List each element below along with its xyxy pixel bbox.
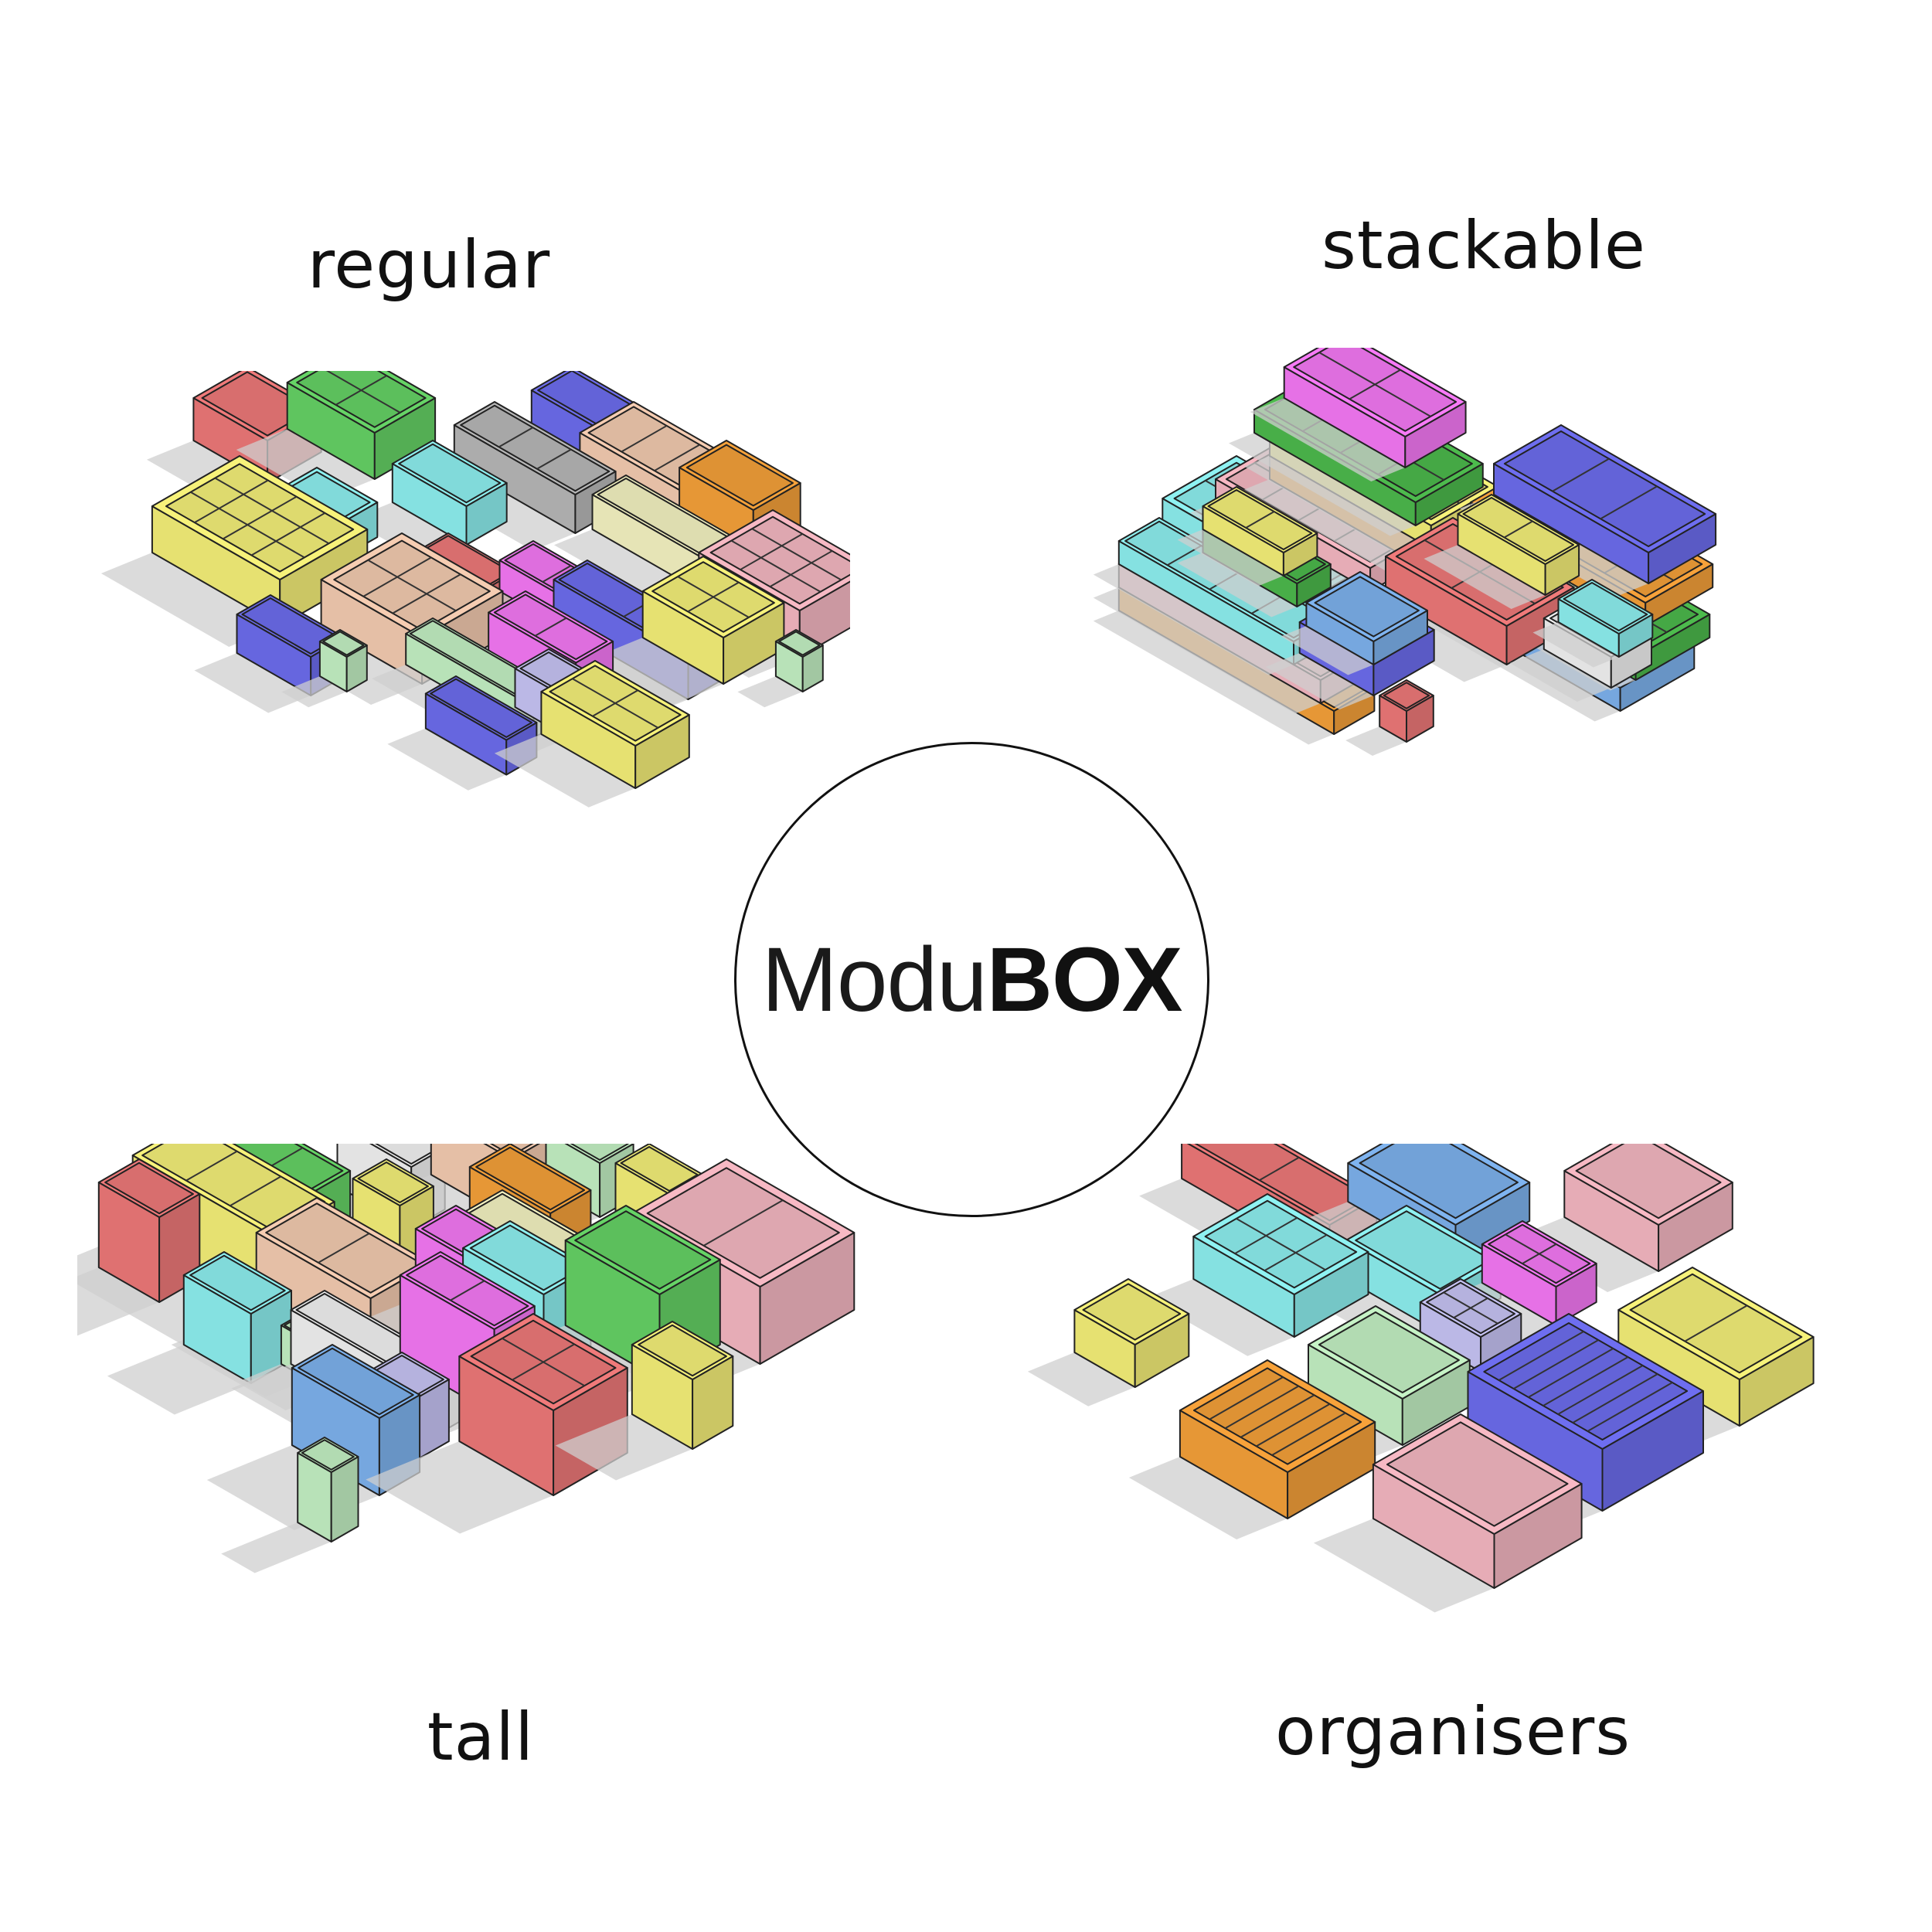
stackable-box [1281, 571, 1428, 675]
tall-box [366, 1313, 628, 1534]
tall-box [77, 1158, 201, 1336]
tall-box [107, 1251, 292, 1415]
tall-box [221, 1437, 359, 1573]
section-title-regular: regular [307, 226, 551, 304]
stackable-box [1532, 579, 1654, 668]
regular-box [737, 629, 824, 708]
tall-box [555, 1321, 734, 1481]
organiser-box [1146, 1193, 1369, 1356]
section-title-stackable: stackable [1321, 207, 1646, 284]
stackable-box [1345, 679, 1434, 756]
stackable-box [1177, 486, 1318, 587]
section-title-organisers: organisers [1274, 1693, 1631, 1770]
tall-boxes-illustration [77, 1144, 855, 1573]
stackable-box [1460, 424, 1717, 597]
organiser-boxes-illustration [1027, 1144, 1815, 1613]
regular-box [236, 371, 437, 500]
organiser-box [1027, 1278, 1190, 1406]
organiser-box [1313, 1413, 1583, 1613]
brand-name-light: Modu [761, 928, 988, 1031]
brand-name-bold: BOX [986, 928, 1183, 1031]
organiser-box [1128, 1359, 1376, 1539]
stackable-box [1423, 494, 1580, 609]
regular-box [591, 556, 785, 705]
section-title-tall: tall [427, 1699, 535, 1776]
regular-boxes-illustration [100, 371, 850, 808]
regular-box [494, 660, 690, 808]
stackable-boxes-illustration [1093, 348, 1717, 756]
regular-box [387, 675, 538, 791]
stackable-box [1250, 348, 1467, 481]
regular-box [281, 629, 368, 708]
